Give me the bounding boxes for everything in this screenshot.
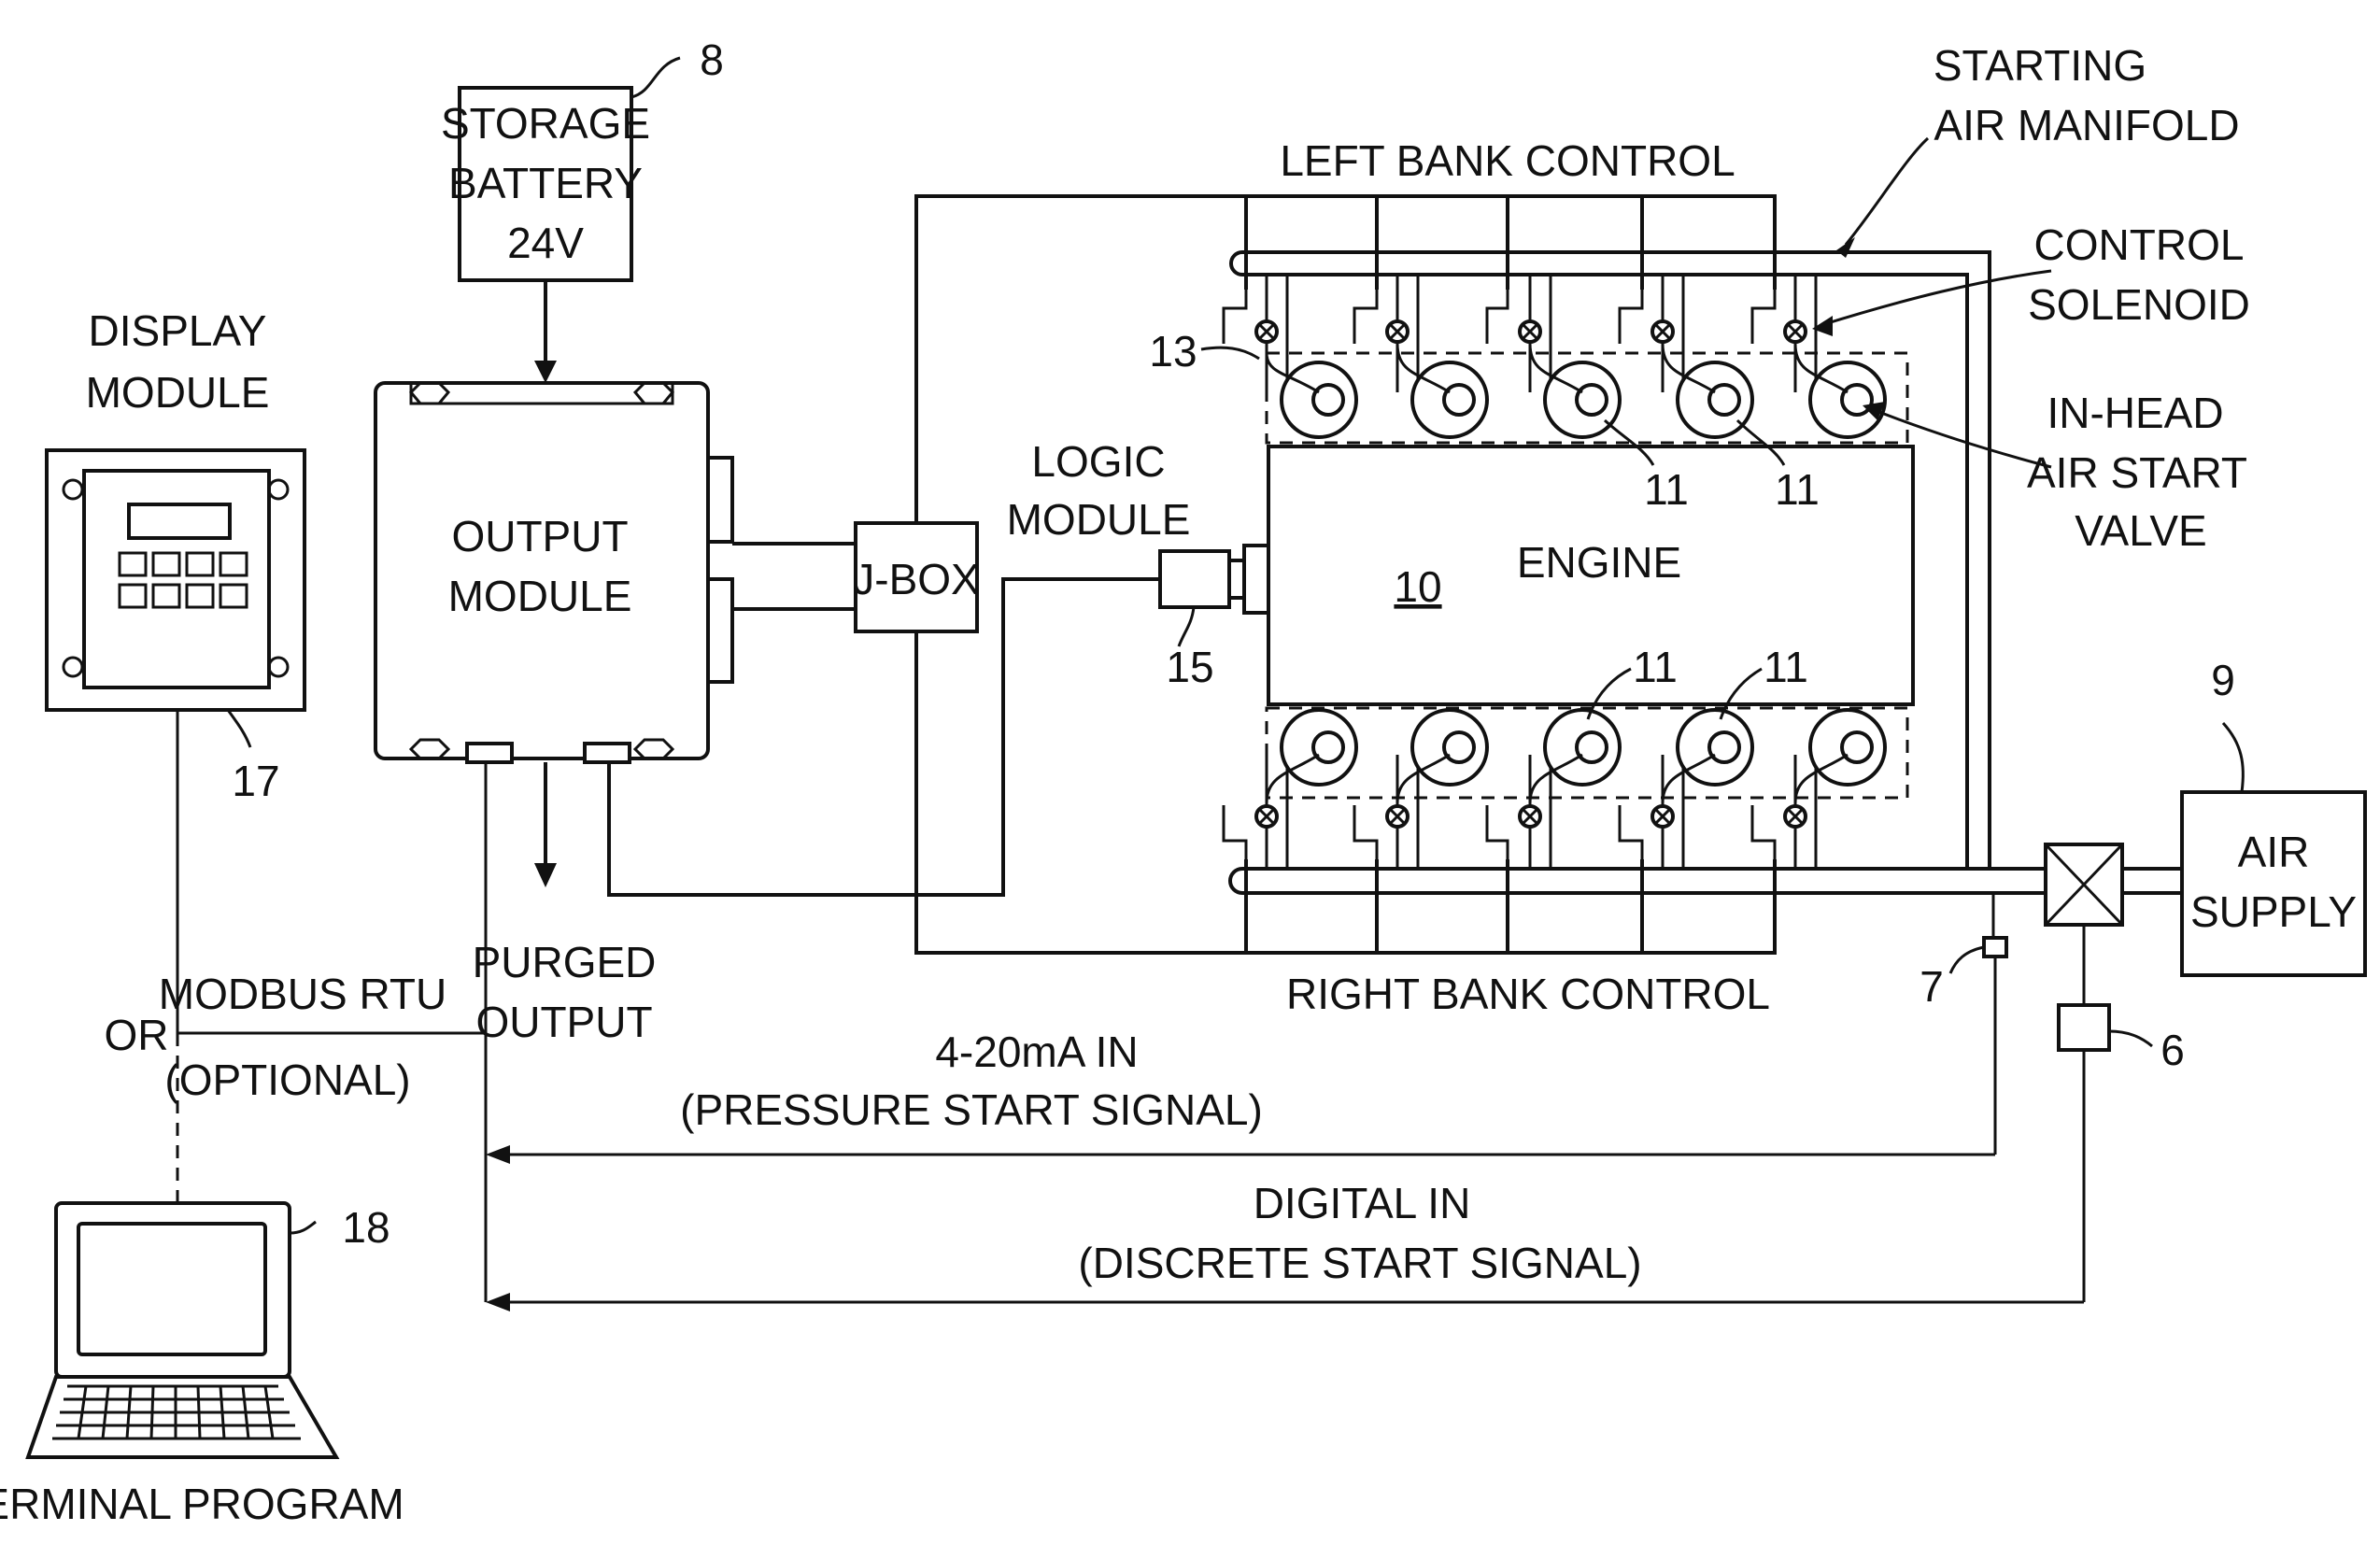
solenoid-top-4 <box>1652 321 1673 342</box>
right-bank-valves <box>1267 710 1885 803</box>
j-box: J-BOX <box>853 523 979 631</box>
valve-bottom-4 <box>1663 710 1752 803</box>
digital-in-label-line-2: (DISCRETE START SIGNAL) <box>1078 1239 1641 1287</box>
digital-arrow-head <box>486 1293 510 1311</box>
in-head-valve-label: IN-HEAD AIR START VALVE <box>1863 389 2247 555</box>
air-supply-label-line-1: AIR <box>2238 828 2310 876</box>
analog-in-label-line-2: (PRESSURE START SIGNAL) <box>680 1085 1263 1134</box>
ref-solenoid: 13 <box>1149 327 1197 376</box>
battery-label-line-3: 24V <box>507 219 584 267</box>
ref-valve-1: 11 <box>1644 465 1689 514</box>
valve-bottom-3 <box>1530 710 1620 803</box>
valve-top-1 <box>1267 353 1356 437</box>
purged-output-label-line-1: PURGED <box>473 938 657 986</box>
logic-module-label-line-2: MODULE <box>1007 495 1191 544</box>
output-module: OUTPUT MODULE <box>375 383 732 762</box>
display-screen <box>129 504 230 538</box>
solenoid-label-line-2: SOLENOID <box>2028 280 2250 329</box>
valve-label-line-2: AIR START <box>2027 448 2247 497</box>
main-air-valve <box>2036 844 2182 925</box>
left-solenoid-drops <box>1224 290 1775 344</box>
engine-label: ENGINE <box>1517 538 1681 587</box>
solenoid-bottom-1 <box>1256 806 1277 827</box>
output-module-label-line-2: MODULE <box>448 572 632 620</box>
ref-engine: 10 <box>1394 562 1441 611</box>
valve-label-line-1: IN-HEAD <box>2047 389 2223 437</box>
solenoid-top-5 <box>1785 321 1806 342</box>
solenoid-top-1 <box>1256 321 1277 342</box>
optional-label: (OPTIONAL) <box>164 1056 410 1104</box>
storage-battery: STORAGE BATTERY 24V 8 <box>441 35 724 383</box>
or-label: OR <box>105 1011 169 1059</box>
ref-valve-3: 11 <box>1633 643 1678 691</box>
ref-logic-module: 15 <box>1166 643 1213 691</box>
solenoid-bottom-2 <box>1387 806 1408 827</box>
control-solenoid-label: CONTROL SOLENOID <box>1812 220 2250 336</box>
ref-display: 17 <box>232 757 279 805</box>
logic-module-label-line-1: LOGIC <box>1031 437 1165 486</box>
manifold-label-line-2: AIR MANIFOLD <box>1934 101 2239 149</box>
display-module: DISPLAY MODULE 17 <box>47 306 305 805</box>
ref-valve-2: 11 <box>1775 465 1820 514</box>
discrete-switch: 6 <box>2059 925 2185 1302</box>
valve-bottom-2 <box>1397 710 1487 803</box>
valve-bottom-5 <box>1795 710 1885 803</box>
manifold-label-line-1: STARTING <box>1934 41 2146 90</box>
solenoid-bottom-5 <box>1785 806 1806 827</box>
air-supply: AIR SUPPLY 9 <box>2182 656 2365 975</box>
laptop: 18 TERMINAL PROGRAM <box>0 1203 404 1528</box>
valve-bottom-1 <box>1267 710 1356 803</box>
right-bank-control-label: RIGHT BANK CONTROL <box>1286 970 1770 1018</box>
pressure-sensor: 7 <box>1920 893 2006 1155</box>
output-module-label-line-1: OUTPUT <box>451 512 628 560</box>
solenoid-ref-label: 13 <box>1149 327 1259 376</box>
terminal-program-label: TERMINAL PROGRAM <box>0 1480 404 1528</box>
display-label-line-1: DISPLAY <box>89 306 267 355</box>
solenoid-label-line-1: CONTROL <box>2034 220 2245 269</box>
air-supply-label-line-2: SUPPLY <box>2190 887 2357 936</box>
purged-output: PURGED OUTPUT <box>473 762 657 1046</box>
solenoid-bottom-4 <box>1652 806 1673 827</box>
battery-label-line-2: BATTERY <box>448 159 643 207</box>
right-solenoid-drops <box>1224 805 1775 859</box>
arrow-head-battery <box>534 361 557 383</box>
solenoid-bottom-3 <box>1520 806 1540 827</box>
ref-discrete-switch: 6 <box>2160 1026 2185 1074</box>
ref-pressure-sensor: 7 <box>1920 962 1944 1011</box>
ref-valve-4: 11 <box>1764 643 1808 691</box>
valve-top-5 <box>1795 344 1885 437</box>
display-label-line-2: MODULE <box>86 368 270 417</box>
solenoid-top-3 <box>1520 321 1540 342</box>
valve-label-line-3: VALVE <box>2075 506 2206 555</box>
modbus-label: MODBUS RTU <box>159 970 446 1018</box>
jbox-label: J-BOX <box>853 555 979 603</box>
ref-air-supply: 9 <box>2211 656 2235 704</box>
left-bank-control-label: LEFT BANK CONTROL <box>1280 136 1735 185</box>
purged-output-label-line-2: OUTPUT <box>475 998 652 1046</box>
battery-label-line-1: STORAGE <box>441 99 650 148</box>
left-bank-valves <box>1267 344 1885 437</box>
ref-battery: 8 <box>700 35 724 84</box>
analog-arrow-head <box>486 1145 510 1164</box>
digital-in-label-line-1: DIGITAL IN <box>1254 1179 1471 1227</box>
ref-laptop: 18 <box>342 1203 390 1252</box>
analog-in-label-line-1: 4-20mA IN <box>935 1028 1138 1076</box>
solenoid-top-2 <box>1387 321 1408 342</box>
valve-top-2 <box>1397 344 1487 437</box>
logic-module: LOGIC MODULE 15 <box>1007 437 1268 691</box>
